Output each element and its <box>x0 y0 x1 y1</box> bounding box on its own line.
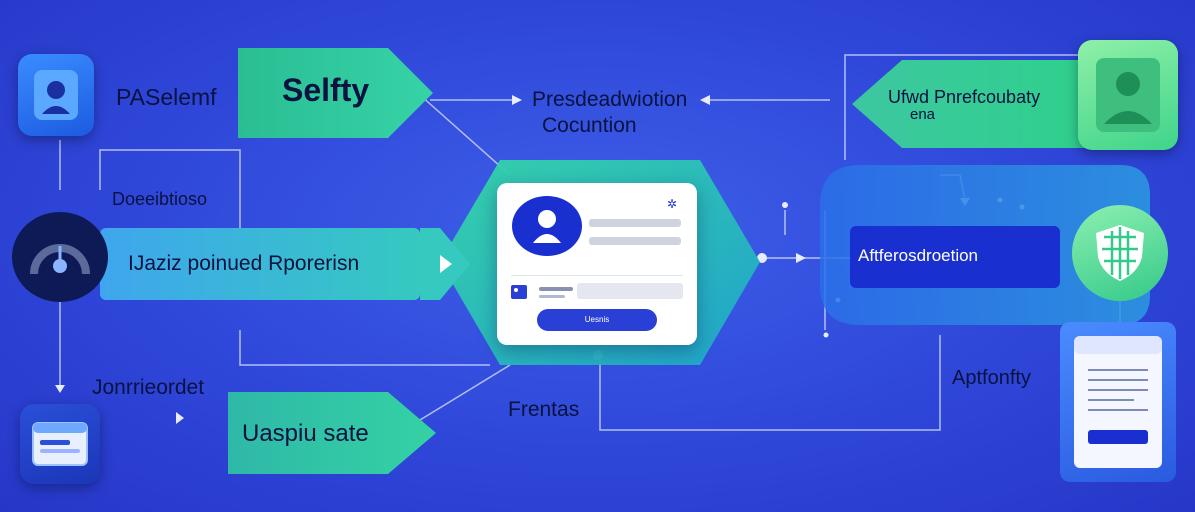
proficobaty-banner <box>852 60 1092 148</box>
spark-icon: ✲ <box>667 197 678 211</box>
proficobaty-label: Ufwd Pnrefcoubaty <box>888 87 1041 107</box>
selfty-label: Selfty <box>282 72 370 108</box>
profile-card[interactable]: ✲ Uesnis <box>497 183 697 345</box>
uaspiu-banner <box>228 392 436 474</box>
jaziz-label: IJaziz poinued Rporerisn <box>128 252 360 275</box>
top-right-tile[interactable] <box>1078 40 1178 150</box>
document-glyph <box>1074 336 1162 468</box>
aptfonty-label: Aptfonfty <box>952 367 1031 389</box>
document-icon[interactable] <box>1060 322 1176 482</box>
dositioso-label: Doeeibtioso <box>112 189 208 209</box>
card-divider <box>511 275 683 276</box>
browser-window-icon <box>32 422 88 466</box>
aftrestion-label: Aftferosdroetion <box>858 246 979 265</box>
shield-globe-icon[interactable] <box>1072 205 1168 301</box>
card-input[interactable] <box>577 283 683 299</box>
card-line <box>539 295 565 298</box>
top-left-tile[interactable] <box>18 54 94 136</box>
user-avatar-icon <box>512 196 582 256</box>
selfty-banner <box>238 48 433 138</box>
shield-globe-glyph <box>1096 225 1144 281</box>
jaziz-banner <box>100 228 470 300</box>
user-avatar-icon <box>34 70 78 120</box>
user-avatar-icon <box>1096 58 1160 132</box>
gauge-icon[interactable] <box>12 212 108 302</box>
presdeadwiotion-label: Presdeadwiotion <box>532 88 688 111</box>
proficobaty-label-2: ena <box>910 106 936 123</box>
card-line <box>589 237 681 245</box>
pas-label: PASelemf <box>116 84 217 110</box>
card-line <box>539 287 573 291</box>
aftrestion-box <box>850 226 1060 288</box>
gauge-icon-glyph <box>30 244 90 275</box>
bottom-left-tile[interactable] <box>20 404 100 484</box>
card-action-button[interactable]: Uesnis <box>537 309 657 331</box>
frentas-label: Frentas <box>508 398 580 421</box>
jornitrondet-label: Jonrrieordet <box>92 376 205 399</box>
small-image-icon <box>511 285 527 299</box>
cocuntion-label: Cocuntion <box>542 114 637 137</box>
card-line <box>589 219 681 227</box>
uaspiu-label: Uaspiu sate <box>242 420 369 447</box>
